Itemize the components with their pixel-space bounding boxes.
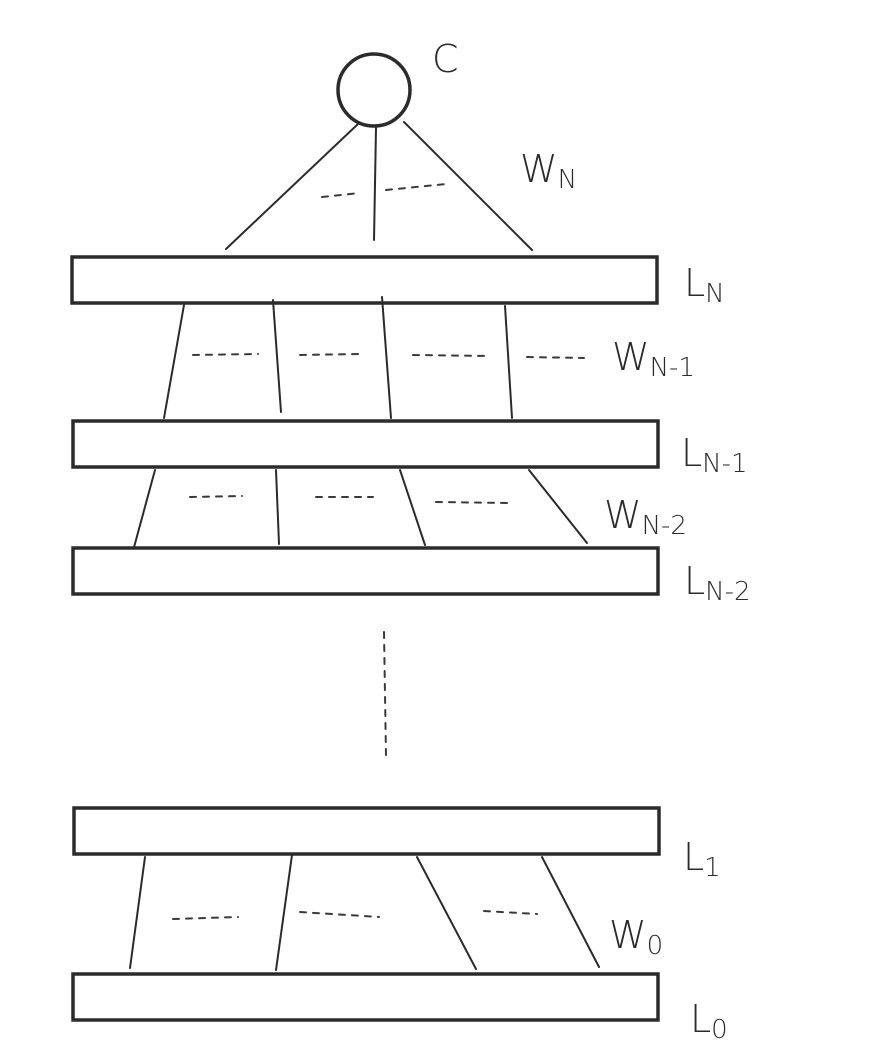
layer-n-minus-2 [71, 546, 660, 596]
weight-label-top: WN [520, 147, 577, 195]
weight-label-n-minus-2: WN-2 [604, 493, 687, 541]
weights-top-edges [225, 121, 533, 251]
layer-label-zero: L0 [690, 997, 728, 1045]
layer-n-minus-1 [71, 419, 660, 469]
layer-label-n-minus-2: LN-2 [684, 559, 751, 607]
layer-zero [71, 972, 660, 1022]
weight-label-n-minus-1: WN-1 [612, 335, 695, 383]
weight-label-zero: W0 [609, 913, 663, 961]
layer-n [70, 255, 659, 305]
layer-label-n-minus-1: LN-1 [681, 431, 748, 479]
layer-one [72, 806, 661, 856]
output-node [336, 52, 412, 128]
vertical-ellipsis [383, 631, 387, 757]
output-node-label: C [432, 37, 459, 81]
layer-label-n: LN [684, 261, 725, 309]
weights-zero-edges [129, 854, 600, 971]
layer-label-one: L1 [683, 835, 721, 883]
weights-n-minus-1-edges [163, 296, 585, 419]
weights-n-minus-2-edges [132, 469, 588, 552]
